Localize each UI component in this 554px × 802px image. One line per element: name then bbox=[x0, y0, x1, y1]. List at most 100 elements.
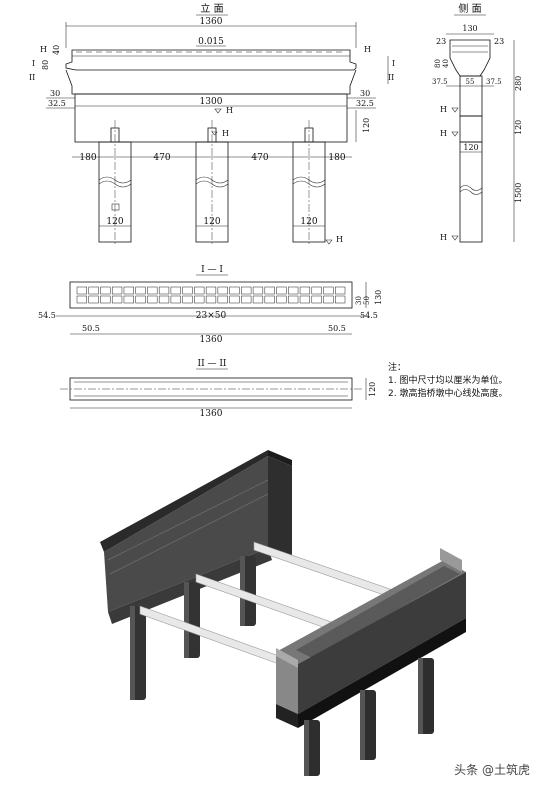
grid-cell bbox=[123, 286, 134, 295]
elevation-title: 立 面 bbox=[200, 2, 223, 15]
datum-triangle-2 bbox=[211, 131, 218, 136]
side-dim-23a: 23 bbox=[436, 37, 446, 46]
side-dim-55: 55 bbox=[466, 78, 475, 86]
grid-cell bbox=[170, 295, 181, 304]
side-dim-120h: 120 bbox=[463, 143, 478, 152]
side-dim-40: 40 bbox=[442, 59, 450, 68]
dim-1300: 1300 bbox=[200, 97, 223, 107]
side-datum-2 bbox=[451, 131, 459, 137]
grid-cell bbox=[123, 295, 134, 304]
grid-cell bbox=[311, 295, 322, 304]
notes-head: 注： bbox=[388, 363, 407, 373]
side-datum-1 bbox=[451, 107, 459, 113]
grid-cell bbox=[194, 286, 205, 295]
dim-slope: 0.015 bbox=[198, 37, 224, 47]
datum-triangle-1 bbox=[214, 108, 222, 114]
mark-h-top-right: H bbox=[364, 45, 371, 54]
section1-dim-50: 50 bbox=[363, 296, 371, 305]
dim-40: 40 bbox=[52, 45, 61, 55]
grid-cell bbox=[323, 295, 334, 304]
section1-dim-130: 130 bbox=[374, 290, 383, 305]
grid-cell bbox=[111, 286, 123, 295]
cap-upper-body bbox=[65, 69, 357, 95]
grid-cell bbox=[241, 295, 252, 304]
grid-cell bbox=[276, 295, 287, 304]
side-dim-120v: 120 bbox=[514, 120, 523, 135]
grid-cell bbox=[241, 286, 252, 295]
section1-dim-54-5b: 54.5 bbox=[360, 311, 378, 320]
grid-cell bbox=[147, 286, 158, 295]
side-dim-37-5b: 37.5 bbox=[486, 78, 502, 86]
grid-cell bbox=[252, 295, 264, 304]
notes-line-1: 1. 图中尺寸均以厘米为单位。 bbox=[388, 376, 508, 386]
grid-cell bbox=[135, 286, 146, 295]
dim-180b: 180 bbox=[328, 153, 345, 163]
grid-cell bbox=[158, 286, 170, 295]
section1-dim-30: 30 bbox=[355, 296, 363, 305]
side-mark-h3: H bbox=[440, 233, 447, 242]
notes-line-2: 2. 墩高指桥墩中心线处高度。 bbox=[388, 389, 508, 399]
dim-overall: 1360 bbox=[200, 17, 223, 27]
grid-cell bbox=[299, 286, 311, 295]
grid-cell bbox=[111, 295, 123, 304]
dim-30c: 30 bbox=[360, 89, 370, 98]
dim-470b: 470 bbox=[251, 153, 268, 163]
dim-32-5a: 32.5 bbox=[48, 99, 66, 108]
side-cap-base bbox=[459, 115, 483, 143]
section1-overall: 1360 bbox=[200, 335, 223, 345]
grid-cell bbox=[311, 286, 322, 295]
dim-120-cap: 120 bbox=[362, 118, 371, 133]
grid-cell bbox=[288, 295, 299, 304]
dim-80: 80 bbox=[41, 60, 50, 70]
side-dim-130: 130 bbox=[462, 24, 477, 33]
grid-cell bbox=[217, 286, 228, 295]
grid-cell bbox=[335, 286, 346, 295]
cap-top-outline bbox=[65, 49, 357, 71]
grid-cell bbox=[182, 286, 193, 295]
isometric-render bbox=[100, 450, 466, 776]
section2-overall: 1360 bbox=[200, 409, 223, 419]
grid-cell bbox=[335, 295, 346, 304]
grid-cell bbox=[88, 286, 99, 295]
section1-dim-50-5a: 50.5 bbox=[82, 324, 100, 333]
grid-cell bbox=[158, 295, 170, 304]
dim-470a: 470 bbox=[153, 153, 170, 163]
tie-beams bbox=[139, 541, 411, 669]
section1-outline bbox=[69, 281, 353, 309]
grid-cell bbox=[264, 286, 275, 295]
mark-h1: H bbox=[226, 106, 233, 115]
side-datum-3 bbox=[451, 235, 459, 241]
sec2-right: II bbox=[388, 73, 394, 82]
grid-cell bbox=[229, 286, 240, 295]
grid-cell bbox=[323, 286, 334, 295]
grid-cell bbox=[205, 295, 217, 304]
cap-beam-back bbox=[100, 450, 292, 624]
side-view: 侧 面 130 23 23 80 40 37.5 55 37.5 280 H 1… bbox=[432, 2, 523, 243]
section1-title: I — I bbox=[201, 265, 223, 275]
grid-cell bbox=[194, 295, 205, 304]
datum-triangle-3 bbox=[325, 239, 333, 245]
grid-cell bbox=[100, 286, 111, 295]
grid-cell bbox=[88, 295, 99, 304]
grid-cell bbox=[217, 295, 228, 304]
section-1-view: I — I 23×50 54.5 54.5 50.5 50.5 1360 30 … bbox=[38, 265, 383, 345]
section2-title: II — II bbox=[198, 359, 227, 369]
pier-columns: H bbox=[98, 120, 326, 246]
grid-cell bbox=[276, 286, 287, 295]
grid-cell bbox=[182, 295, 193, 304]
cap-beam-front bbox=[276, 548, 466, 728]
grid-cell bbox=[147, 295, 158, 304]
side-title: 侧 面 bbox=[458, 2, 481, 15]
side-mark-h2: H bbox=[440, 129, 447, 138]
elevation-view: 立 面 1360 0.015 H 40 I 80 II 30 32.5 H I … bbox=[29, 2, 395, 246]
grid-cell bbox=[264, 295, 275, 304]
grid-cell bbox=[76, 286, 87, 295]
dim-30a: 30 bbox=[50, 89, 60, 98]
sec2-left: II bbox=[29, 73, 35, 82]
notes-block: 注： 1. 图中尺寸均以厘米为单位。 2. 墩高指桥墩中心线处高度。 bbox=[388, 362, 507, 401]
mark-h-top-left: H bbox=[40, 45, 47, 54]
side-dim-280: 280 bbox=[514, 76, 523, 91]
dim-pier-1: 120 bbox=[106, 217, 123, 227]
piers-back bbox=[130, 556, 256, 700]
